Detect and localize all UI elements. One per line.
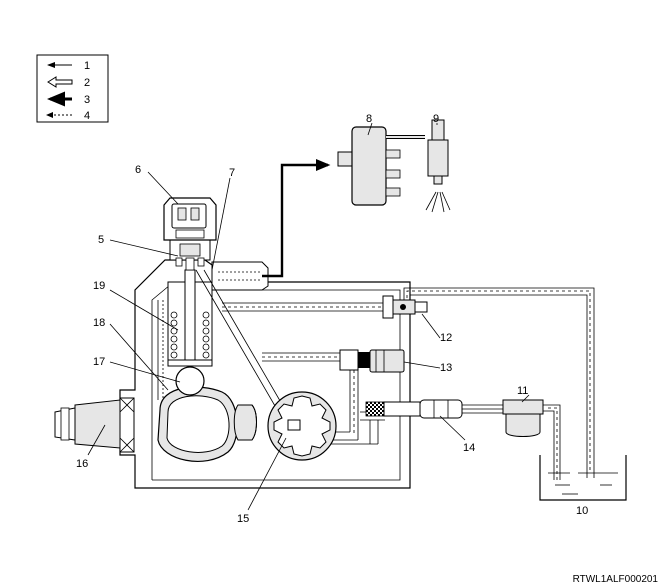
callout-8: 8 [366,113,372,125]
callout-labels: 6 7 5 8 9 19 18 17 16 15 12 13 11 14 10 [76,113,588,525]
feed-pump [267,391,337,461]
fuel-tank [539,455,627,501]
hollow-arrow-icon [47,76,73,88]
callout-12: 12 [440,332,452,344]
legend-frame [36,54,109,123]
callout-14: 14 [463,442,475,454]
legend-label-1: 1 [84,60,90,72]
fuel-filter [502,399,561,480]
callout-9: 9 [433,113,439,125]
callout-7: 7 [229,167,235,179]
legend-label-4: 4 [84,110,90,122]
dashed-arrow-icon [46,112,72,118]
shaft-coupling [233,404,257,441]
reference-code: RTWL1ALF000201 [573,574,659,585]
callout-10: 10 [576,505,588,517]
leader-lines [87,122,530,511]
legend: 1 2 3 4 [36,54,109,123]
pump-housing [119,259,411,489]
legend-label-2: 2 [84,77,90,89]
roller [175,366,205,396]
plunger-assembly [157,269,213,400]
callout-15: 15 [237,513,249,525]
suction-control-valve [339,349,405,373]
injector [425,119,451,213]
callout-6: 6 [135,164,141,176]
cam [157,386,238,462]
high-pressure-line [262,159,331,278]
callout-18: 18 [93,317,105,329]
delivery-valve [211,261,269,291]
legend-label-3: 3 [84,94,90,106]
callout-13: 13 [440,362,452,374]
callout-19: 19 [93,280,105,292]
callout-17: 17 [93,356,105,368]
callout-16: 16 [76,458,88,470]
drive-shaft [54,397,135,453]
inlet-metering-valve [169,239,211,271]
callout-11: 11 [517,385,528,397]
callout-5: 5 [98,234,104,246]
solenoid-connector [163,197,217,241]
overflow-valve [382,295,428,319]
inlet-pipe [365,399,503,419]
common-rail [337,126,425,206]
